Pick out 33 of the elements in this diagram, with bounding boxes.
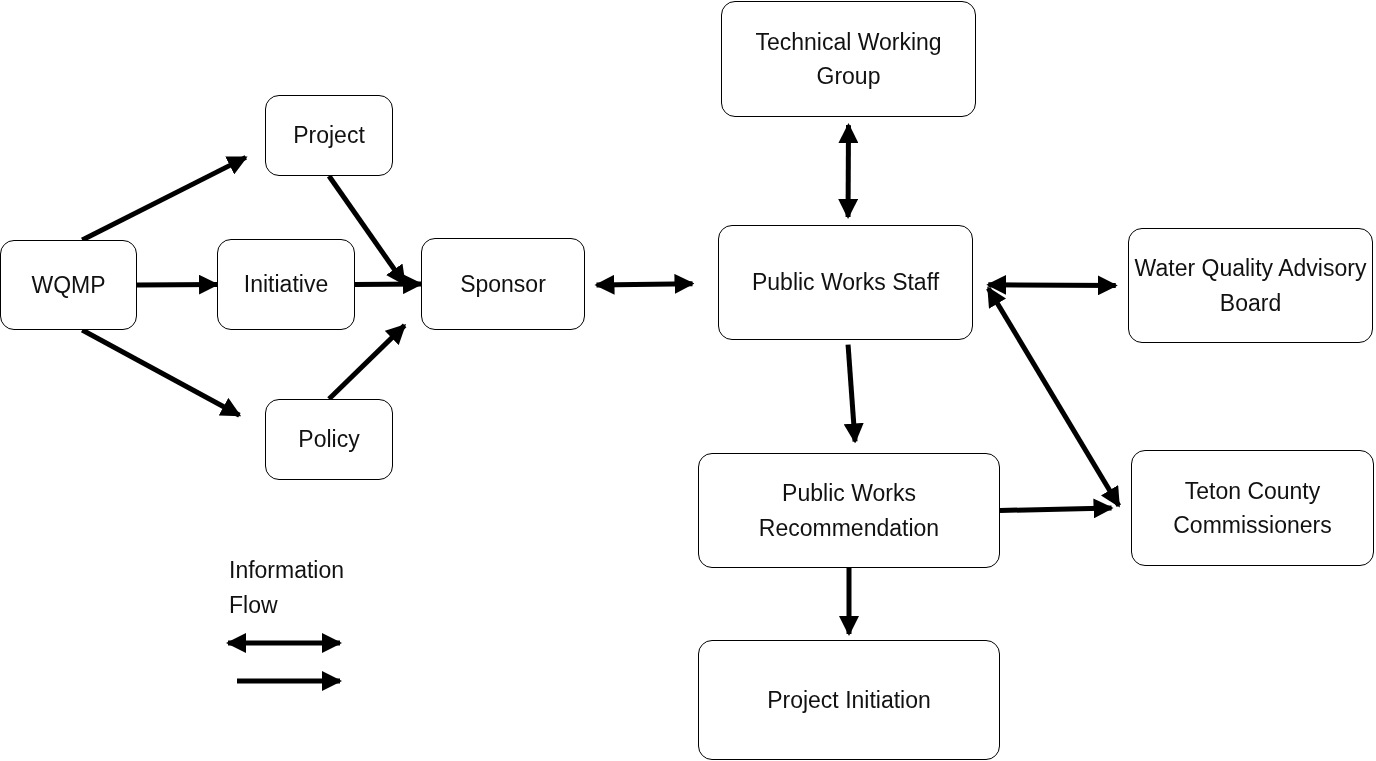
arrow xyxy=(843,344,864,444)
arrow xyxy=(838,123,859,219)
process-box xyxy=(217,239,355,330)
arrow xyxy=(986,274,1118,296)
arrow xyxy=(999,498,1114,519)
process-box xyxy=(1131,450,1374,566)
arrow xyxy=(355,274,423,295)
arrow xyxy=(327,323,407,401)
node-label: Public Works Staff xyxy=(751,268,940,298)
node-label: Project Initiation xyxy=(767,685,931,715)
arrow xyxy=(594,273,695,295)
process-box xyxy=(698,640,1000,760)
process-box xyxy=(718,225,973,340)
node-label: Policy xyxy=(298,425,360,455)
arrow xyxy=(137,274,219,295)
process-box xyxy=(421,238,585,330)
node-label: Teton County Commissioners xyxy=(1172,476,1333,540)
node-label: Water Quality Advisory Board xyxy=(1133,254,1368,318)
legend-title: Information Flow xyxy=(229,556,346,620)
arrow xyxy=(839,568,859,636)
node-label: Initiative xyxy=(243,270,329,300)
process-box xyxy=(1128,228,1373,343)
arrow xyxy=(986,286,1121,508)
node-label: Project xyxy=(293,121,365,151)
node-label: Technical Working Group xyxy=(754,27,943,91)
node-label: Public Works Recommendation xyxy=(757,479,941,543)
process-box xyxy=(265,95,393,176)
process-box xyxy=(0,240,137,330)
process-box xyxy=(698,453,1000,568)
process-box xyxy=(265,399,393,480)
node-label: WQMP xyxy=(31,270,106,300)
node-label: Sponsor xyxy=(460,269,546,299)
process-box xyxy=(721,1,976,117)
